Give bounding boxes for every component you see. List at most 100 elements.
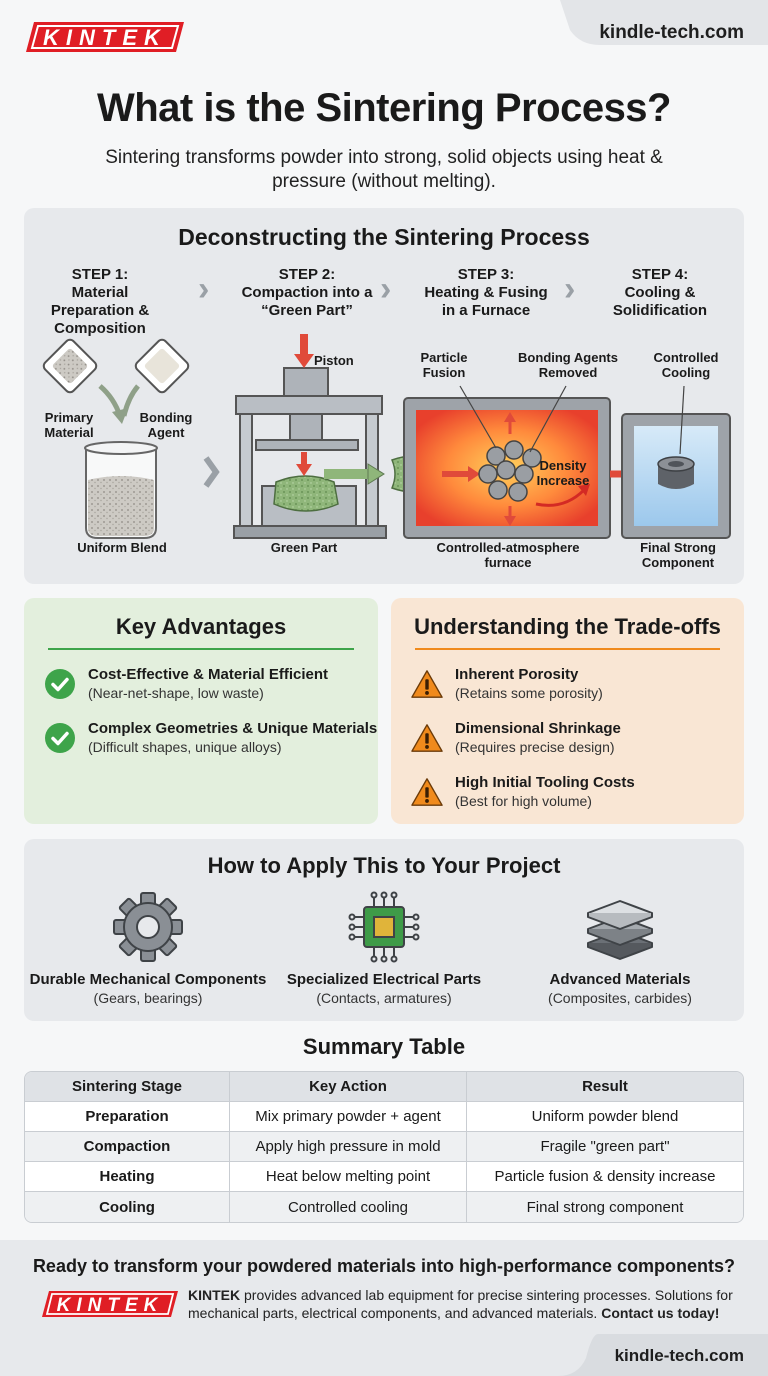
step-3-number: STEP 3: [457,266,515,283]
tradeoff-title: High Initial Tooling Costs [455,774,635,791]
tradeoffs-panel: Understanding the Trade-offs Inherent Po… [391,598,744,824]
advantages-divider [48,648,354,650]
tradeoffs-divider [415,648,720,650]
footer-description: KINTEK provides advanced lab equipment f… [188,1286,748,1322]
controlled-cooling-label: Controlled Cooling [653,350,719,380]
beaker-icon [84,441,158,539]
particle-cluster-icon [478,440,542,502]
step-4-name: Cooling & Solidification [612,284,708,319]
advantages-title: Key Advantages [115,614,287,639]
footer-brand: KINTEK [188,1287,241,1303]
table-cell-result: Uniform powder blend [467,1102,743,1132]
table-cell-stage: Preparation [25,1102,230,1132]
apply-item-title: Specialized Electrical Parts [286,971,482,988]
apply-title: How to Apply This to Your Project [207,853,561,878]
table-cell-result: Final strong component [467,1192,743,1222]
primary-material-icon [42,338,98,394]
step-chevron-icon: › [380,270,392,308]
apply-item-title: Advanced Materials [549,971,691,988]
footer-kintek-logo[interactable]: KINTEK [40,1289,180,1319]
apply-item-desc: (Contacts, armatures) [316,990,452,1006]
apply-item-mechanical: Durable Mechanical Components (Gears, be… [28,891,268,1006]
advantages-panel: Key Advantages Cost-Effective & Material… [24,598,378,824]
apply-item-title: Durable Mechanical Components [29,971,267,988]
tradeoffs-title: Understanding the Trade-offs [414,614,721,639]
density-arrow-icon [535,488,586,507]
page-title: What is the Sintering Process? [96,86,672,130]
step-1-name: Material Preparation & Composition [50,284,150,337]
bonding-agents-removed-label: Bonding Agents Removed [518,350,618,380]
tradeoff-item: Dimensional Shrinkage (Requires precise … [411,720,734,764]
table-cell-stage: Heating [25,1162,230,1192]
tradeoff-desc: (Best for high volume) [455,793,592,809]
table-cell-action: Controlled cooling [230,1192,467,1222]
bonding-agent-icon [134,338,190,394]
step-2-name: Compaction into a “Green Part” [241,284,373,319]
checkmark-icon [45,723,75,753]
table-cell-stage: Cooling [25,1192,230,1222]
tradeoff-desc: (Retains some porosity) [455,685,603,701]
green-part-label: Green Part [270,540,338,555]
process-title: Deconstructing the Sintering Process [178,224,590,250]
uniform-blend-label: Uniform Blend [77,540,167,555]
warning-icon [411,724,443,752]
density-increase-label: Density Increase [536,458,590,488]
tradeoff-title: Dimensional Shrinkage [455,720,621,737]
advantage-item: Cost-Effective & Material Efficient (Nea… [44,666,368,710]
apply-item-electrical: Specialized Electrical Parts (Contacts, … [264,891,504,1006]
tradeoff-item: High Initial Tooling Costs (Best for hig… [411,774,734,818]
apply-item-desc: (Gears, bearings) [93,990,203,1006]
footer-text: provides advanced lab equipment for prec… [188,1287,733,1321]
final-component-label: Final Strong Component [640,540,716,570]
step-2-header: STEP 2: Compaction into a “Green Part” [232,266,382,320]
bonding-agent-label: Bonding Agent [139,410,193,440]
tradeoff-desc: (Requires precise design) [455,739,615,755]
apply-item-desc: (Composites, carbides) [548,990,692,1006]
step-3-header: STEP 3: Heating & Fusing in a Furnace [416,266,556,320]
step-1-header: STEP 1: Material Preparation & Compositi… [30,266,170,338]
step-4-header: STEP 4: Cooling & Solidification [600,266,720,320]
final-component-icon [657,456,695,489]
footer-cta: Ready to transform your powdered materia… [32,1256,736,1276]
header-background [0,0,768,70]
header-domain-link[interactable]: kindle-tech.com [599,22,744,43]
primary-material-label: Primary Material [44,410,94,440]
advantage-title: Cost-Effective & Material Efficient [88,666,329,683]
table-header-cell: Sintering Stage [25,1072,230,1102]
table-row: Preparation Mix primary powder + agent U… [25,1102,743,1132]
particle-fusion-label: Particle Fusion [420,350,468,380]
step-4-number: STEP 4: [631,266,689,283]
summary-table: Sintering Stage Key Action Result Prepar… [24,1071,744,1223]
footer-domain-tab [558,1334,768,1376]
contact-link[interactable]: Contact us today! [601,1305,720,1321]
kintek-logo[interactable]: KINTEK [24,20,186,54]
table-cell-stage: Compaction [25,1132,230,1162]
warning-icon [411,778,443,806]
table-cell-result: Particle fusion & density increase [467,1162,743,1192]
step-chevron-icon [203,456,220,488]
table-header-row: Sintering Stage Key Action Result [25,1072,743,1102]
table-header-cell: Key Action [230,1072,467,1102]
apply-panel: How to Apply This to Your Project [24,839,744,1021]
chip-icon [348,891,420,963]
table-header-cell: Result [467,1072,743,1102]
tradeoff-title: Inherent Porosity [455,666,579,683]
table-cell-action: Apply high pressure in mold [230,1132,467,1162]
advantage-title: Complex Geometries & Unique Materials [88,720,378,737]
table-cell-result: Fragile "green part" [467,1132,743,1162]
press-icon [233,367,387,539]
advantage-desc: (Difficult shapes, unique alloys) [88,739,282,755]
warning-icon [411,670,443,698]
gear-icon [113,892,183,962]
checkmark-icon [45,669,75,699]
step-chevron-icon: › [564,270,576,308]
table-row: Heating Heat below melting point Particl… [25,1162,743,1192]
apply-item-materials: Advanced Materials (Composites, carbides… [500,891,740,1006]
footer-domain-link[interactable]: kindle-tech.com [614,1346,744,1365]
step-chevron-icon: › [198,270,210,308]
step-3-name: Heating & Fusing in a Furnace [424,284,548,319]
table-row: Cooling Controlled cooling Final strong … [25,1192,743,1222]
process-illustration [42,334,731,539]
layers-icon [587,900,653,960]
process-panel: Deconstructing the Sintering Process STE… [24,208,744,584]
